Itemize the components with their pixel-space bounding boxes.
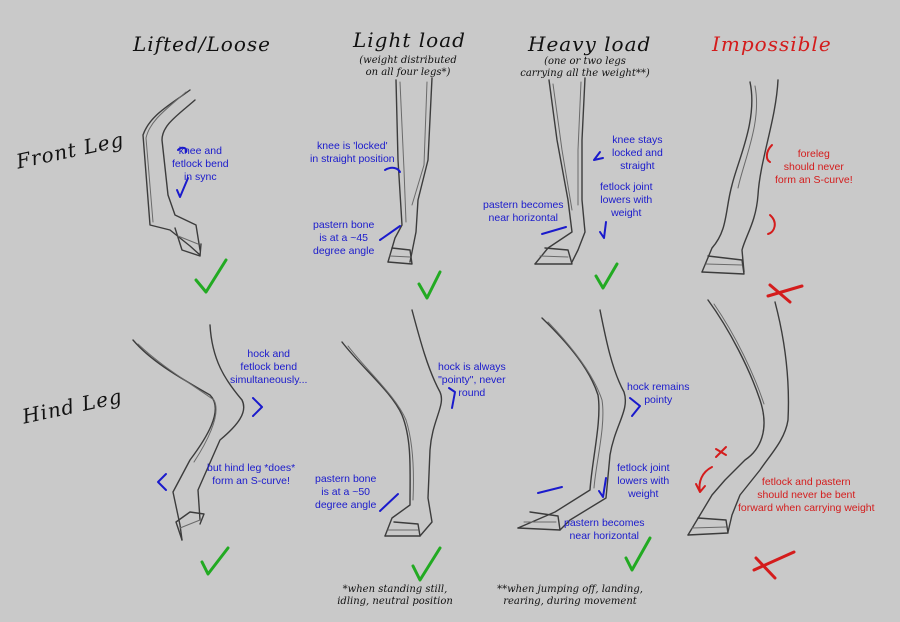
note-front-lifted: knee and fetlock bend in sync: [172, 145, 229, 184]
note-line: weight: [628, 488, 659, 500]
note-line: fetlock and pastern: [761, 476, 851, 488]
footnote-line: idling, neutral position: [337, 596, 453, 607]
note-line: in sync: [183, 171, 217, 183]
note-line: form an S-curve!: [212, 475, 290, 487]
column-title-impossible: Impossible: [712, 32, 832, 56]
note-line: pastern bone: [313, 219, 375, 231]
note-line: straight: [620, 160, 655, 172]
hind-leg-light-load-sketch: [341, 309, 443, 537]
note-front-heavy-fetlock: fetlock joint lowers with weight: [600, 181, 653, 220]
note-line: round: [458, 387, 486, 399]
column-title-light-load: Light load: [353, 28, 466, 52]
note-line: foreleg: [797, 148, 830, 160]
blue-annotation-marks: [157, 146, 641, 512]
note-line: simultaneously...: [230, 374, 308, 386]
cross-marks: [752, 283, 804, 580]
note-line: weight: [611, 207, 642, 219]
note-line: locked and: [612, 147, 663, 159]
note-hind-heavy-hock: hock remains pointy: [627, 381, 689, 407]
note-line: hock remains: [627, 381, 690, 393]
note-front-heavy-pastern: pastern becomes near horizontal: [483, 199, 564, 225]
column-subtitle-light-load: (weight distributed on all four legs*): [343, 55, 473, 79]
note-front-light-knee: knee is 'locked' in straight position: [310, 140, 395, 166]
footnote-line: rearing, during movement: [503, 596, 637, 607]
note-line: form an S-curve!: [775, 174, 853, 186]
note-line: fetlock bend: [240, 361, 298, 373]
note-hind-lifted-hock: hock and fetlock bend simultaneously...: [230, 348, 307, 387]
front-leg-light-load-sketch: [387, 77, 433, 265]
note-hind-light-pastern: pastern bone is at a ~50 degree angle: [315, 473, 376, 512]
subtitle-line: (weight distributed: [359, 55, 457, 66]
note-hind-lifted-scurve: but hind leg *does* form an S-curve!: [207, 462, 295, 488]
note-line: pointy: [644, 394, 673, 406]
check-mark-icon: [194, 258, 228, 294]
note-line: knee stays: [612, 134, 663, 146]
note-line: is at a ~50: [321, 486, 371, 498]
footnote-line: *when standing still,: [342, 584, 448, 595]
note-line: pastern bone: [315, 473, 377, 485]
note-line: hock and: [247, 348, 291, 360]
check-mark-icon: [417, 270, 442, 300]
note-line: "pointy", never: [438, 374, 506, 386]
subtitle-line: carrying all the weight**): [520, 68, 650, 79]
front-leg-lifted-sketch: [142, 89, 202, 257]
check-mark-icon: [594, 262, 619, 290]
note-line: pastern becomes: [483, 199, 564, 211]
note-line: knee and: [178, 145, 222, 157]
note-line: in straight position: [310, 153, 395, 165]
note-line: fetlock joint: [617, 462, 670, 474]
note-line: is at a ~45: [319, 232, 369, 244]
red-annotation-marks: [695, 144, 776, 493]
note-front-heavy-knee: knee stays locked and straight: [612, 134, 663, 173]
note-line: near horizontal: [569, 530, 639, 542]
note-line: fetlock joint: [600, 181, 653, 193]
hind-leg-heavy-load-sketch: [517, 309, 626, 531]
note-hind-impossible: fetlock and pastern should never be bent…: [738, 476, 875, 515]
front-leg-impossible-sketch: [701, 79, 779, 275]
hind-leg-impossible-sketch: [687, 299, 790, 536]
column-title-heavy-load: Heavy load: [528, 32, 652, 56]
note-line: but hind leg *does*: [207, 462, 296, 474]
note-front-impossible: foreleg should never form an S-curve!: [775, 148, 853, 187]
cross-mark-icon: [766, 283, 804, 304]
subtitle-line: on all four legs*): [365, 67, 451, 78]
footnote-light-load: *when standing still, idling, neutral po…: [325, 584, 465, 608]
note-hind-heavy-pastern: pastern becomes near horizontal: [564, 517, 645, 543]
check-mark-icon: [411, 546, 442, 582]
note-line: fetlock bend: [172, 158, 229, 170]
column-subtitle-heavy-load: (one or two legs carrying all the weight…: [505, 56, 665, 80]
note-line: should never: [783, 161, 844, 173]
note-line: should never be bent: [757, 489, 856, 501]
column-title-lifted: Lifted/Loose: [133, 32, 271, 56]
footnote-line: **when jumping off, landing,: [497, 584, 643, 595]
note-line: forward when carrying weight: [738, 502, 875, 514]
subtitle-line: (one or two legs: [544, 56, 626, 67]
cross-mark-icon: [752, 550, 796, 580]
front-leg-heavy-load-sketch: [534, 77, 586, 265]
note-line: degree angle: [313, 245, 375, 257]
note-line: pastern becomes: [564, 517, 645, 529]
note-line: hock is always: [438, 361, 506, 373]
footnote-heavy-load: **when jumping off, landing, rearing, du…: [490, 584, 650, 608]
note-hind-heavy-fetlock: fetlock joint lowers with weight: [617, 462, 670, 501]
note-line: lowers with: [617, 475, 670, 487]
note-front-light-pastern: pastern bone is at a ~45 degree angle: [313, 219, 374, 258]
note-hind-light-hock: hock is always "pointy", never round: [438, 361, 506, 400]
check-mark-icon: [200, 546, 230, 576]
note-line: near horizontal: [488, 212, 558, 224]
note-line: lowers with: [600, 194, 653, 206]
note-line: degree angle: [315, 499, 377, 511]
note-line: knee is 'locked': [317, 140, 388, 152]
check-marks: [194, 258, 652, 582]
hind-leg-lifted-sketch: [132, 324, 245, 541]
check-mark-icon: [624, 536, 652, 572]
